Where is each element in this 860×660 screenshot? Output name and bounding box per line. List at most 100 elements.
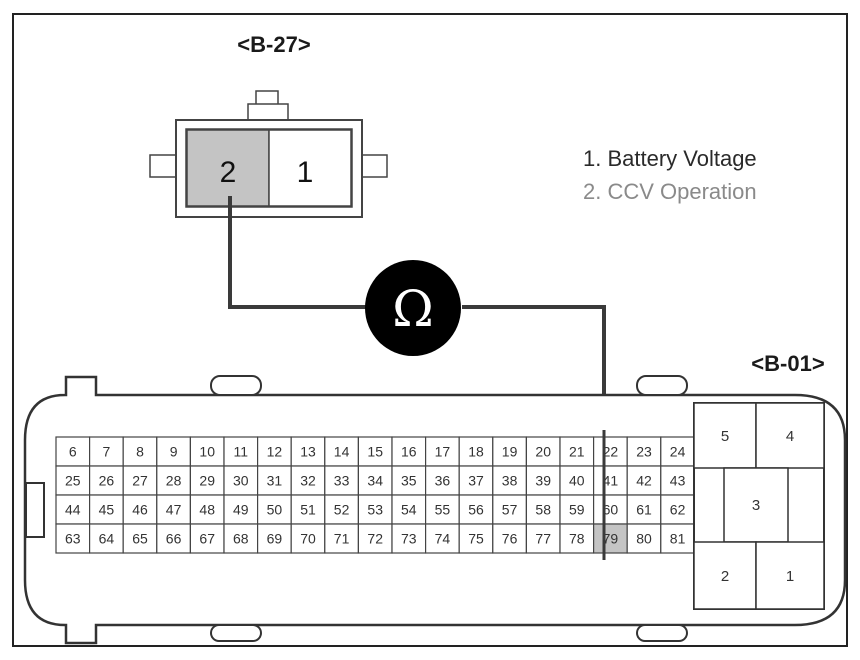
b01-pin-label-57: 57 <box>502 502 518 518</box>
b01-pin-label-72: 72 <box>367 531 383 547</box>
b01-power-pin-block: 5 4 3 2 1 <box>693 402 825 610</box>
b01-pin-label-15: 15 <box>367 444 383 460</box>
ohmmeter: Ω <box>365 260 461 356</box>
b01-pin-label-77: 77 <box>535 531 551 547</box>
b01-pin-label-18: 18 <box>468 444 484 460</box>
b01-pin-cell-69 <box>257 523 292 554</box>
b01-pin-label-75: 75 <box>468 531 484 547</box>
b01-pin-label-74: 74 <box>435 531 451 547</box>
b01-pin-cell-17 <box>425 436 460 467</box>
b01-pin-cell-77 <box>525 523 561 554</box>
b01-pin-label-29: 29 <box>199 473 215 489</box>
b01-pin-label-11: 11 <box>234 444 249 460</box>
b01-pin-cell-80 <box>626 523 662 554</box>
b01-pin-cell-37 <box>458 465 494 496</box>
b01-pin-label-41: 41 <box>603 473 619 489</box>
b01-pin-cell-47 <box>156 494 192 525</box>
b01-pin-label-26: 26 <box>99 473 115 489</box>
b01-latch-top-left <box>210 375 262 396</box>
b01-pin-label-51: 51 <box>300 502 316 518</box>
b01-pin-label-55: 55 <box>435 502 451 518</box>
b01-pin-label-71: 71 <box>334 531 350 547</box>
b01-latch-bottom-left <box>210 624 262 642</box>
b27-tab-right <box>360 154 388 178</box>
b01-pin-label-63: 63 <box>65 531 81 547</box>
b01-pin-3-cell <box>723 467 789 543</box>
b01-pin-label-32: 32 <box>300 473 316 489</box>
b01-pin-cell-33 <box>324 465 359 496</box>
b01-pin-label-49: 49 <box>233 502 249 518</box>
b01-pin-cell-27 <box>122 465 158 496</box>
b01-pin-label-9: 9 <box>170 444 178 460</box>
b01-pin-2-cell <box>693 541 757 610</box>
b01-pin-cell-6 <box>55 436 91 467</box>
b01-pin-label-53: 53 <box>367 502 383 518</box>
b01-pin-label-67: 67 <box>199 531 215 547</box>
b27-pin-2-label: 2 <box>220 156 237 189</box>
b01-pin-label-45: 45 <box>99 502 115 518</box>
b01-pin-label-36: 36 <box>435 473 451 489</box>
b01-pin-label-8: 8 <box>136 444 144 460</box>
b01-pin-cell-56 <box>458 494 494 525</box>
b01-side-tab <box>25 482 45 538</box>
lead-b27-to-meter <box>228 196 368 309</box>
b01-pin-label-13: 13 <box>300 444 316 460</box>
b27-latch-top <box>255 90 279 106</box>
b01-pin-label-54: 54 <box>401 502 417 518</box>
b01-pin-cell-11 <box>223 436 259 467</box>
b01-pin-cell-41 <box>592 465 628 496</box>
b01-pin-label-44: 44 <box>65 502 81 518</box>
b01-pin-label-70: 70 <box>300 531 316 547</box>
b27-tab-left <box>149 154 177 178</box>
b01-pin-cell-42 <box>626 465 662 496</box>
b01-pin-label-21: 21 <box>569 444 585 460</box>
b01-pin-1-label: 1 <box>786 568 794 585</box>
b01-pin-label-24: 24 <box>670 444 686 460</box>
ohmmeter-icon <box>365 260 461 356</box>
b01-pin-label-66: 66 <box>166 531 182 547</box>
b01-pin-label-60: 60 <box>603 502 619 518</box>
b01-pin-cell-21 <box>559 436 595 467</box>
b01-pin-cell-32 <box>290 465 326 496</box>
b01-pin-label-61: 61 <box>636 502 652 518</box>
b01-pin-cell-71 <box>324 523 359 554</box>
b01-pin-label-50: 50 <box>267 502 283 518</box>
b01-latch-top-right <box>636 375 688 396</box>
b01-pin-label-6: 6 <box>69 444 77 460</box>
b01-pin-label-37: 37 <box>468 473 484 489</box>
b01-pin-label-68: 68 <box>233 531 249 547</box>
b01-pin-cell-81 <box>660 523 695 554</box>
b01-latch-bottom-right <box>636 624 688 642</box>
b01-pin-label-78: 78 <box>569 531 585 547</box>
b01-pin-label-46: 46 <box>132 502 148 518</box>
b01-pin-label-30: 30 <box>233 473 249 489</box>
b01-pin-label-52: 52 <box>334 502 350 518</box>
b01-pin-4-cell <box>755 402 825 469</box>
b01-pin-label-38: 38 <box>502 473 518 489</box>
b01-pin-label-25: 25 <box>65 473 81 489</box>
b01-pin-cell-78 <box>559 523 595 554</box>
b01-pin-label-76: 76 <box>502 531 518 547</box>
b01-pin-cell-60 <box>592 494 628 525</box>
b01-pin-cell-53 <box>357 494 393 525</box>
b27-pin-1-cell <box>268 129 352 207</box>
b01-pin-label-69: 69 <box>267 531 283 547</box>
b01-pin-label-56: 56 <box>468 502 484 518</box>
b01-pin-label-27: 27 <box>132 473 148 489</box>
b01-pin-label-35: 35 <box>401 473 417 489</box>
b01-pin-label-22: 22 <box>603 444 619 460</box>
b01-pin-2-label: 2 <box>721 568 729 585</box>
b01-pin-label-59: 59 <box>569 502 585 518</box>
b27-pin-1-label: 1 <box>297 156 314 189</box>
b01-pin-cell-48 <box>189 494 225 525</box>
b01-pin-label-17: 17 <box>435 444 451 460</box>
b01-pin-label-62: 62 <box>670 502 686 518</box>
b01-pin-label-81: 81 <box>670 531 686 547</box>
connector-b27: <B-27> 2 1 <box>149 32 388 218</box>
b01-pin-label-7: 7 <box>103 444 111 460</box>
b01-pin-label-23: 23 <box>636 444 652 460</box>
b01-pin-label-42: 42 <box>636 473 652 489</box>
b01-pin-cell-64 <box>88 523 124 554</box>
